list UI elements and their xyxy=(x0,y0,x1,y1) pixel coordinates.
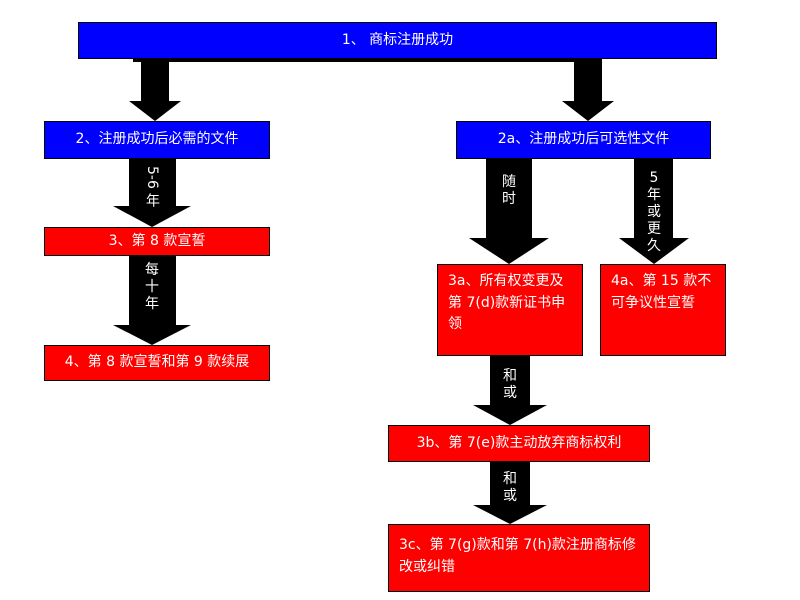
node-registration-success: 1、 商标注册成功 xyxy=(78,22,717,59)
arrow-3a-to-3b xyxy=(473,356,547,425)
node-required-documents: 2、注册成功后必需的文件 xyxy=(44,121,270,159)
arrow-label-and-or-2: 和或 xyxy=(503,471,517,504)
arrow-1-to-2 xyxy=(129,59,181,121)
arrow-3-to-4 xyxy=(113,256,191,345)
arrow-label-every-ten-years: 每十年 xyxy=(145,262,159,312)
node-section-7gh-amendment: 3c、第 7(g)款和第 7(h)款注册商标修改或纠错 xyxy=(388,524,650,592)
node-section-7e-surrender: 3b、第 7(e)款主动放弃商标权利 xyxy=(388,425,650,462)
node-section-8-and-9-renewal: 4、第 8 款宣誓和第 9 款续展 xyxy=(44,345,270,381)
node-optional-documents: 2a、注册成功后可选性文件 xyxy=(456,121,711,159)
arrow-2-to-3 xyxy=(113,159,191,227)
arrow-2a-to-4a xyxy=(619,159,689,264)
arrow-3b-to-3c xyxy=(473,462,547,524)
node-ownership-change: 3a、所有权变更及第 7(d)款新证书申领 xyxy=(437,264,583,356)
arrow-label-5-6-years: 5-6 年 xyxy=(144,166,160,208)
arrow-label-and-or-1: 和或 xyxy=(503,368,517,401)
node-section-15-incontestability: 4a、第 15 款不可争议性宣誓 xyxy=(600,264,726,356)
node-section-8-declaration: 3、第 8 款宣誓 xyxy=(44,227,270,256)
arrow-1-to-2a xyxy=(562,59,614,121)
arrow-label-anytime: 随时 xyxy=(502,174,516,207)
arrow-2a-to-3a xyxy=(469,159,549,264)
arrow-label-5-years-or-more: 5 年或更久 xyxy=(647,170,661,254)
connector-bar xyxy=(133,59,590,62)
